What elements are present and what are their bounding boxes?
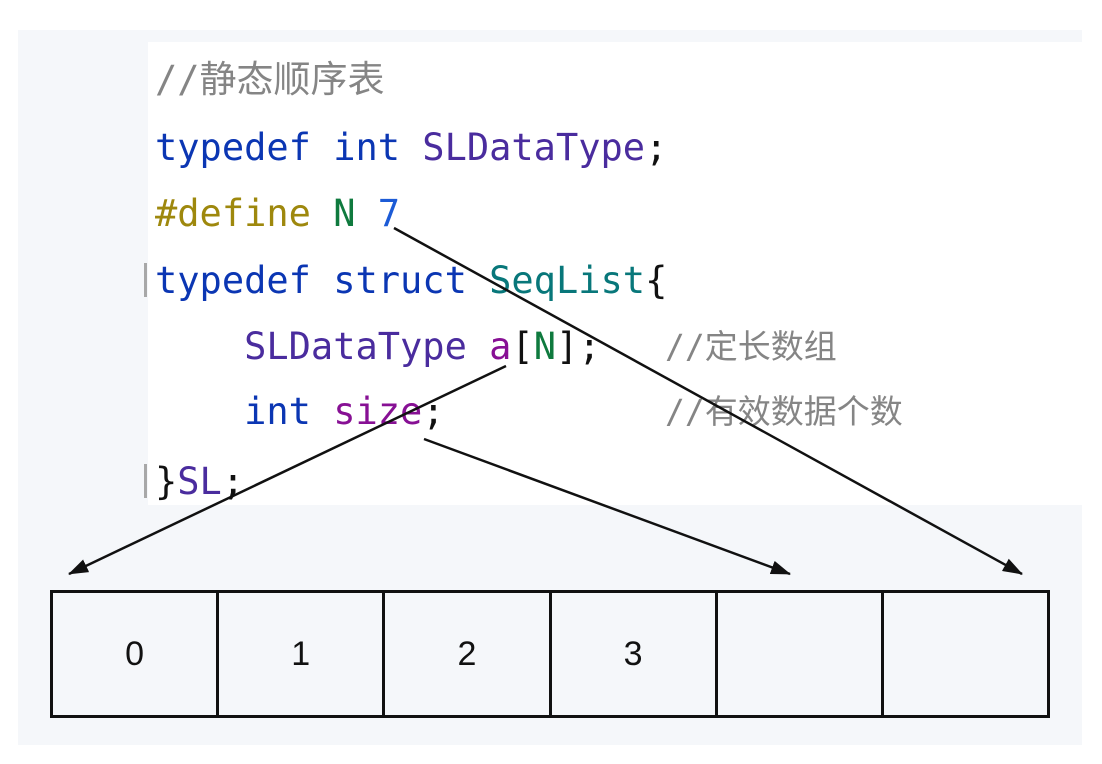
array-cell-3: 3 xyxy=(548,593,715,715)
semicolon: ; xyxy=(422,390,445,433)
array-cell-2: 2 xyxy=(382,593,548,715)
typedef-alias-sl: SL xyxy=(177,460,222,503)
fold-marker xyxy=(144,263,147,297)
struct-name-seqlist: SeqList xyxy=(489,259,646,302)
type-name-sldatatype: SLDataType xyxy=(244,325,467,368)
semicolon: ; xyxy=(645,126,668,169)
comment-fixed-length-array: //定长数组 xyxy=(665,327,837,366)
code-line-typedef-struct: typedef struct SeqList { xyxy=(155,248,1055,314)
code-line-typedef-int: typedef int SLDataType ; xyxy=(155,115,1055,181)
comment-valid-data-count: //有效数据个数 xyxy=(665,392,903,431)
keyword-struct: struct xyxy=(333,259,467,302)
array-cell-5 xyxy=(880,593,1047,715)
code-line-size-field: int size ; //有效数据个数 xyxy=(155,379,1102,445)
code-line-closing: } SL ; xyxy=(155,449,1055,515)
code-line-title: //静态顺序表 xyxy=(155,47,1055,113)
semicolon: ; xyxy=(578,325,601,368)
open-bracket: [ xyxy=(511,325,534,368)
open-brace: { xyxy=(645,259,668,302)
field-name-a: a xyxy=(489,325,512,368)
code-line-define: #define N 7 xyxy=(155,181,1055,247)
keyword-typedef: typedef xyxy=(155,259,311,302)
directive-define: #define xyxy=(155,192,311,235)
close-brace: } xyxy=(155,460,178,503)
array-cell-4 xyxy=(714,593,881,715)
macro-name-n: N xyxy=(533,325,556,368)
keyword-int: int xyxy=(333,126,401,169)
field-name-size: size xyxy=(333,390,423,433)
array-cell-1: 1 xyxy=(216,593,382,715)
semicolon: ; xyxy=(221,460,245,503)
keyword-int: int xyxy=(244,390,311,433)
fold-marker xyxy=(144,464,147,498)
keyword-typedef: typedef xyxy=(155,126,311,169)
type-name-sldatatype: SLDataType xyxy=(422,126,646,169)
macro-name-n: N xyxy=(333,192,356,235)
code-line-array-field: SLDataType a [ N ] ; //定长数组 xyxy=(155,314,1102,380)
macro-value: 7 xyxy=(377,192,401,235)
comment-static-seqlist: //静态顺序表 xyxy=(155,58,385,101)
close-bracket: ] xyxy=(555,325,579,368)
array-cell-0: 0 xyxy=(125,634,145,673)
array-diagram: 0 1 2 3 xyxy=(50,590,1050,718)
